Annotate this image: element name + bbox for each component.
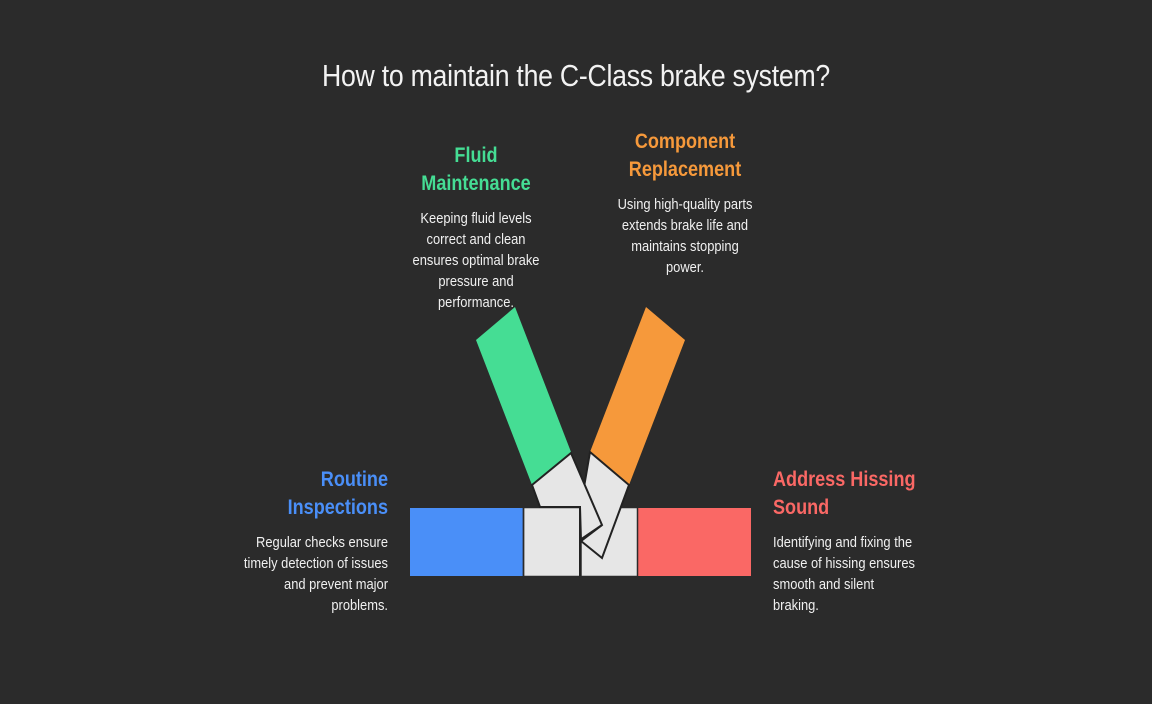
fluid-maintenance-heading: Fluid Maintenance (421, 144, 531, 195)
address-hissing-block: Address Hissing Sound Identifying and fi… (773, 466, 943, 616)
fluid-maintenance-description: Keeping fluid levels correct and clean e… (412, 210, 540, 311)
component-replacement-heading: Component Replacement (628, 130, 742, 181)
fluid-bar (476, 307, 571, 485)
page-title: How to maintain the C-Class brake system… (321, 58, 830, 93)
component-replacement-description: Using high-quality parts extends brake l… (617, 196, 753, 276)
routine-inspections-block: Routine Inspections Regular checks ensur… (218, 466, 388, 616)
fluid-maintenance-block: Fluid Maintenance Keeping fluid levels c… (396, 142, 556, 313)
hissing-bar (638, 508, 751, 576)
fluid-connector-tip (579, 524, 603, 541)
routine-inspections-heading: Routine Inspections (287, 468, 388, 519)
routine-bar (410, 508, 523, 576)
component-bar (590, 307, 685, 485)
routine-inspections-description: Regular checks ensure timely detection o… (243, 534, 388, 614)
component-replacement-block: Component Replacement Using high-quality… (605, 128, 765, 278)
address-hissing-description: Identifying and fixing the cause of hiss… (773, 534, 915, 614)
connector-left-outline (540, 506, 581, 576)
connector-left-cover (525, 509, 579, 575)
address-hissing-heading: Address Hissing Sound (773, 468, 916, 519)
